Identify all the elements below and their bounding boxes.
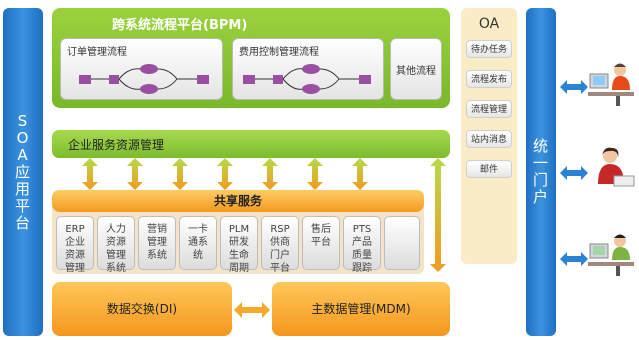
portal-char: 门 bbox=[532, 171, 549, 189]
double-arrow-icon bbox=[352, 158, 368, 190]
esr-title: 企业服务资源管理 bbox=[68, 138, 165, 152]
order-process-label: 订单管理流程 bbox=[67, 47, 127, 58]
soa-char: 平 bbox=[14, 196, 31, 215]
unified-portal-label: 统 一 门 户 bbox=[526, 8, 556, 336]
double-arrow-icon bbox=[560, 252, 588, 266]
service-line: 供商 bbox=[270, 237, 290, 248]
double-arrow-icon bbox=[234, 302, 270, 318]
double-arrow-icon bbox=[262, 158, 278, 190]
double-arrow-icon bbox=[172, 158, 188, 190]
service-line: 统 bbox=[193, 250, 203, 261]
service-module-erp[interactable]: ERP 企业 资源 管理 bbox=[56, 216, 94, 274]
service-line: 产品 bbox=[352, 237, 372, 248]
service-module-rsp[interactable]: RSP 供商 门户 平台 bbox=[261, 216, 299, 274]
double-arrow-icon bbox=[127, 158, 143, 190]
process-flow-icon bbox=[243, 64, 371, 94]
service-line: 门户 bbox=[270, 250, 290, 261]
service-line: PLM bbox=[228, 224, 250, 235]
soa-char: 台 bbox=[14, 213, 31, 232]
soa-platform-bar: S O A 应 用 平 台 bbox=[3, 8, 43, 336]
service-line: 管理 bbox=[147, 237, 167, 248]
double-arrow-icon bbox=[430, 158, 446, 272]
service-line: 平台 bbox=[311, 237, 331, 248]
service-line: 人力 bbox=[106, 224, 126, 235]
connector-arrows bbox=[82, 158, 368, 190]
service-module-empty[interactable] bbox=[384, 216, 420, 270]
service-line: 平台 bbox=[270, 263, 290, 274]
shared-services-bar: 共享服务 bbox=[52, 190, 424, 212]
user-workstation-icon bbox=[598, 147, 635, 187]
user-workstation-icon bbox=[588, 234, 634, 276]
oa-item-publish[interactable]: 流程发布 bbox=[466, 70, 512, 88]
oa-item-todo[interactable]: 待办任务 bbox=[466, 40, 512, 58]
portal-char: 户 bbox=[532, 188, 549, 206]
oa-item-mail[interactable]: 邮件 bbox=[466, 160, 512, 178]
service-line: ERP bbox=[65, 224, 85, 235]
order-process-box[interactable]: 订单管理流程 bbox=[60, 38, 223, 100]
service-line: 生命 bbox=[229, 250, 249, 261]
service-module-aftersales[interactable]: 售后 平台 bbox=[302, 216, 340, 270]
portal-char: 一 bbox=[532, 154, 549, 172]
service-module-plm[interactable]: PLM 研发 生命 周期 bbox=[220, 216, 258, 274]
portal-char: 统 bbox=[532, 137, 549, 155]
expense-process-box[interactable]: 费用控制管理流程 bbox=[232, 38, 384, 100]
data-exchange-title: 数据交换(DI) bbox=[106, 302, 178, 316]
service-line: 营销 bbox=[147, 224, 167, 235]
oa-item-manage[interactable]: 流程管理 bbox=[466, 100, 512, 118]
other-process-box[interactable]: 其他流程 bbox=[390, 38, 442, 100]
service-module-pts[interactable]: PTS 产品 质量 跟踪 bbox=[343, 216, 381, 274]
double-arrow-icon bbox=[217, 158, 233, 190]
bpm-panel: 跨系统流程平台(BPM) 订单管理流程 费用控制管理流程 bbox=[52, 8, 450, 108]
esr-bar: 企业服务资源管理 bbox=[52, 130, 450, 158]
data-exchange-box[interactable]: 数据交换(DI) bbox=[52, 282, 232, 336]
double-arrow-icon bbox=[560, 166, 588, 180]
service-line: 企业 bbox=[65, 237, 85, 248]
service-line: 一卡 bbox=[188, 224, 208, 235]
service-line: 质量 bbox=[352, 250, 372, 261]
soa-char: O bbox=[16, 128, 30, 147]
unified-portal-bar: 统 一 门 户 bbox=[526, 8, 556, 336]
other-process-label: 其他流程 bbox=[396, 65, 436, 77]
process-flow-icon bbox=[79, 64, 209, 94]
service-line: 售后 bbox=[311, 224, 331, 235]
service-module-marketing[interactable]: 营销 管理 系统 bbox=[138, 216, 176, 270]
service-module-hr[interactable]: 人力 资源 管理 系统 bbox=[97, 216, 135, 274]
user-workstation-icon bbox=[588, 63, 634, 106]
expense-process-label: 费用控制管理流程 bbox=[239, 47, 319, 58]
mdm-title: 主数据管理(MDM) bbox=[311, 302, 411, 316]
service-line: 周期 bbox=[229, 263, 249, 274]
service-line: 系统 bbox=[147, 250, 167, 261]
oa-title: OA bbox=[478, 16, 500, 32]
shared-services-title: 共享服务 bbox=[213, 194, 262, 208]
service-line: 资源 bbox=[106, 237, 126, 248]
bpm-title: 跨系统流程平台(BPM) bbox=[112, 18, 248, 33]
service-line: PTS bbox=[352, 224, 372, 235]
double-arrow-icon bbox=[82, 158, 98, 190]
service-line: 资源 bbox=[65, 250, 85, 261]
service-line: 管理 bbox=[106, 250, 126, 261]
service-line: 通系 bbox=[188, 237, 208, 248]
service-line: 管理 bbox=[65, 263, 85, 274]
soa-char: S bbox=[17, 111, 29, 130]
oa-panel: OA 待办任务 流程发布 流程管理 站内消息 邮件 bbox=[461, 8, 517, 264]
service-module-card[interactable]: 一卡 通系 统 bbox=[179, 216, 217, 270]
service-line: 研发 bbox=[229, 237, 249, 248]
soa-char: 应 bbox=[14, 162, 31, 181]
soa-platform-label: S O A 应 用 平 台 bbox=[3, 8, 43, 336]
double-arrow-icon bbox=[307, 158, 323, 190]
soa-char: A bbox=[17, 145, 29, 164]
mdm-box[interactable]: 主数据管理(MDM) bbox=[272, 282, 450, 336]
double-arrow-icon bbox=[560, 80, 588, 94]
service-line: RSP bbox=[270, 224, 290, 235]
soa-char: 用 bbox=[14, 179, 31, 198]
service-line: 系统 bbox=[106, 263, 126, 274]
service-line: 跟踪 bbox=[352, 263, 372, 274]
oa-item-messages[interactable]: 站内消息 bbox=[466, 130, 512, 148]
